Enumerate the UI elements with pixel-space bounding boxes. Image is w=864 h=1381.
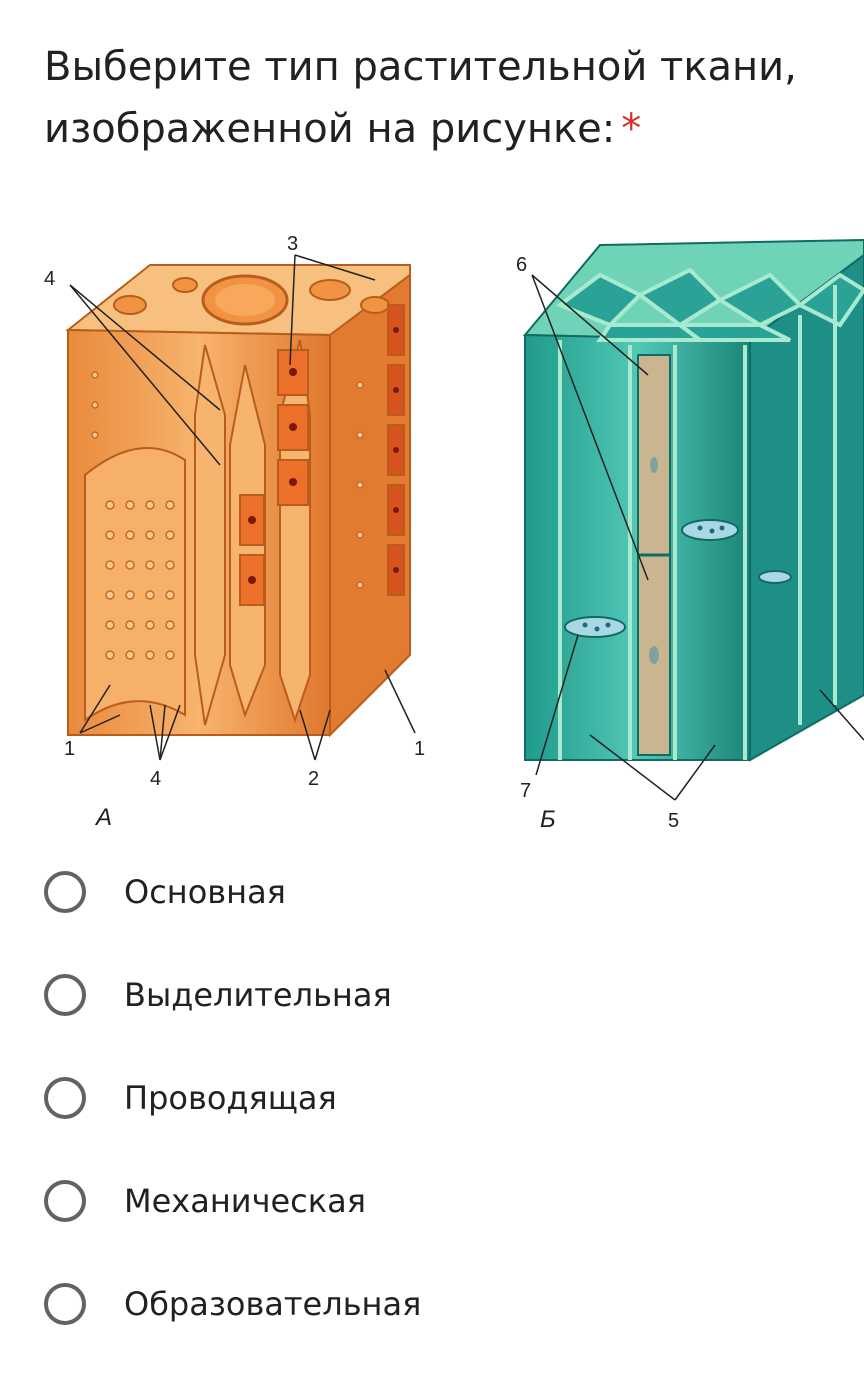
required-mark: * [621,106,642,152]
panel-a-drawing: 4 3 1 4 2 1 А [44,233,425,831]
option-mekhanicheskaya[interactable]: Механическая [44,1175,844,1227]
panel-b-letter: Б [540,806,556,833]
option-provodyaschaya[interactable]: Проводящая [44,1072,844,1124]
panel-b-label-7: 7 [520,780,531,802]
question-title-line-2: изображенной на рисунке:* [44,98,844,160]
question-title-line-2-text: изображенной на рисунке: [44,106,616,152]
option-obrazovatelnaya[interactable]: Образовательная [44,1278,844,1330]
option-label: Образовательная [124,1285,422,1323]
panel-a-letter: А [94,804,112,831]
option-label: Механическая [124,1182,366,1220]
panel-a-label-3: 3 [287,233,298,255]
panel-a-label-4-top: 4 [44,268,55,290]
radio-button[interactable] [44,1180,86,1222]
option-osnovnaya[interactable]: Основная [44,866,844,918]
option-label: Выделительная [124,976,392,1014]
panel-a-label-1-left: 1 [64,738,75,760]
question-title: Выберите тип растительной ткани, изображ… [44,36,844,160]
panel-a-label-4-bottom: 4 [150,768,161,790]
radio-button[interactable] [44,1077,86,1119]
panel-b-label-6: 6 [516,254,527,276]
panel-b-label-5: 5 [668,810,679,832]
tissue-illustration-svg: 4 3 1 4 2 1 А [44,233,864,833]
question-title-line-1: Выберите тип растительной ткани, [44,44,797,90]
radio-button[interactable] [44,871,86,913]
option-label: Основная [124,873,286,911]
option-vydelitelnaya[interactable]: Выделительная [44,969,844,1021]
panel-b-drawing: 6 7 5 Б [516,238,864,833]
radio-button[interactable] [44,1283,86,1325]
radio-button[interactable] [44,974,86,1016]
panel-a-label-2: 2 [308,768,319,790]
option-label: Проводящая [124,1079,337,1117]
tissue-illustration: 4 3 1 4 2 1 А [0,215,864,840]
panel-a-label-1-right: 1 [414,738,425,760]
answer-options: Основная Выделительная Проводящая Механи… [44,866,844,1381]
